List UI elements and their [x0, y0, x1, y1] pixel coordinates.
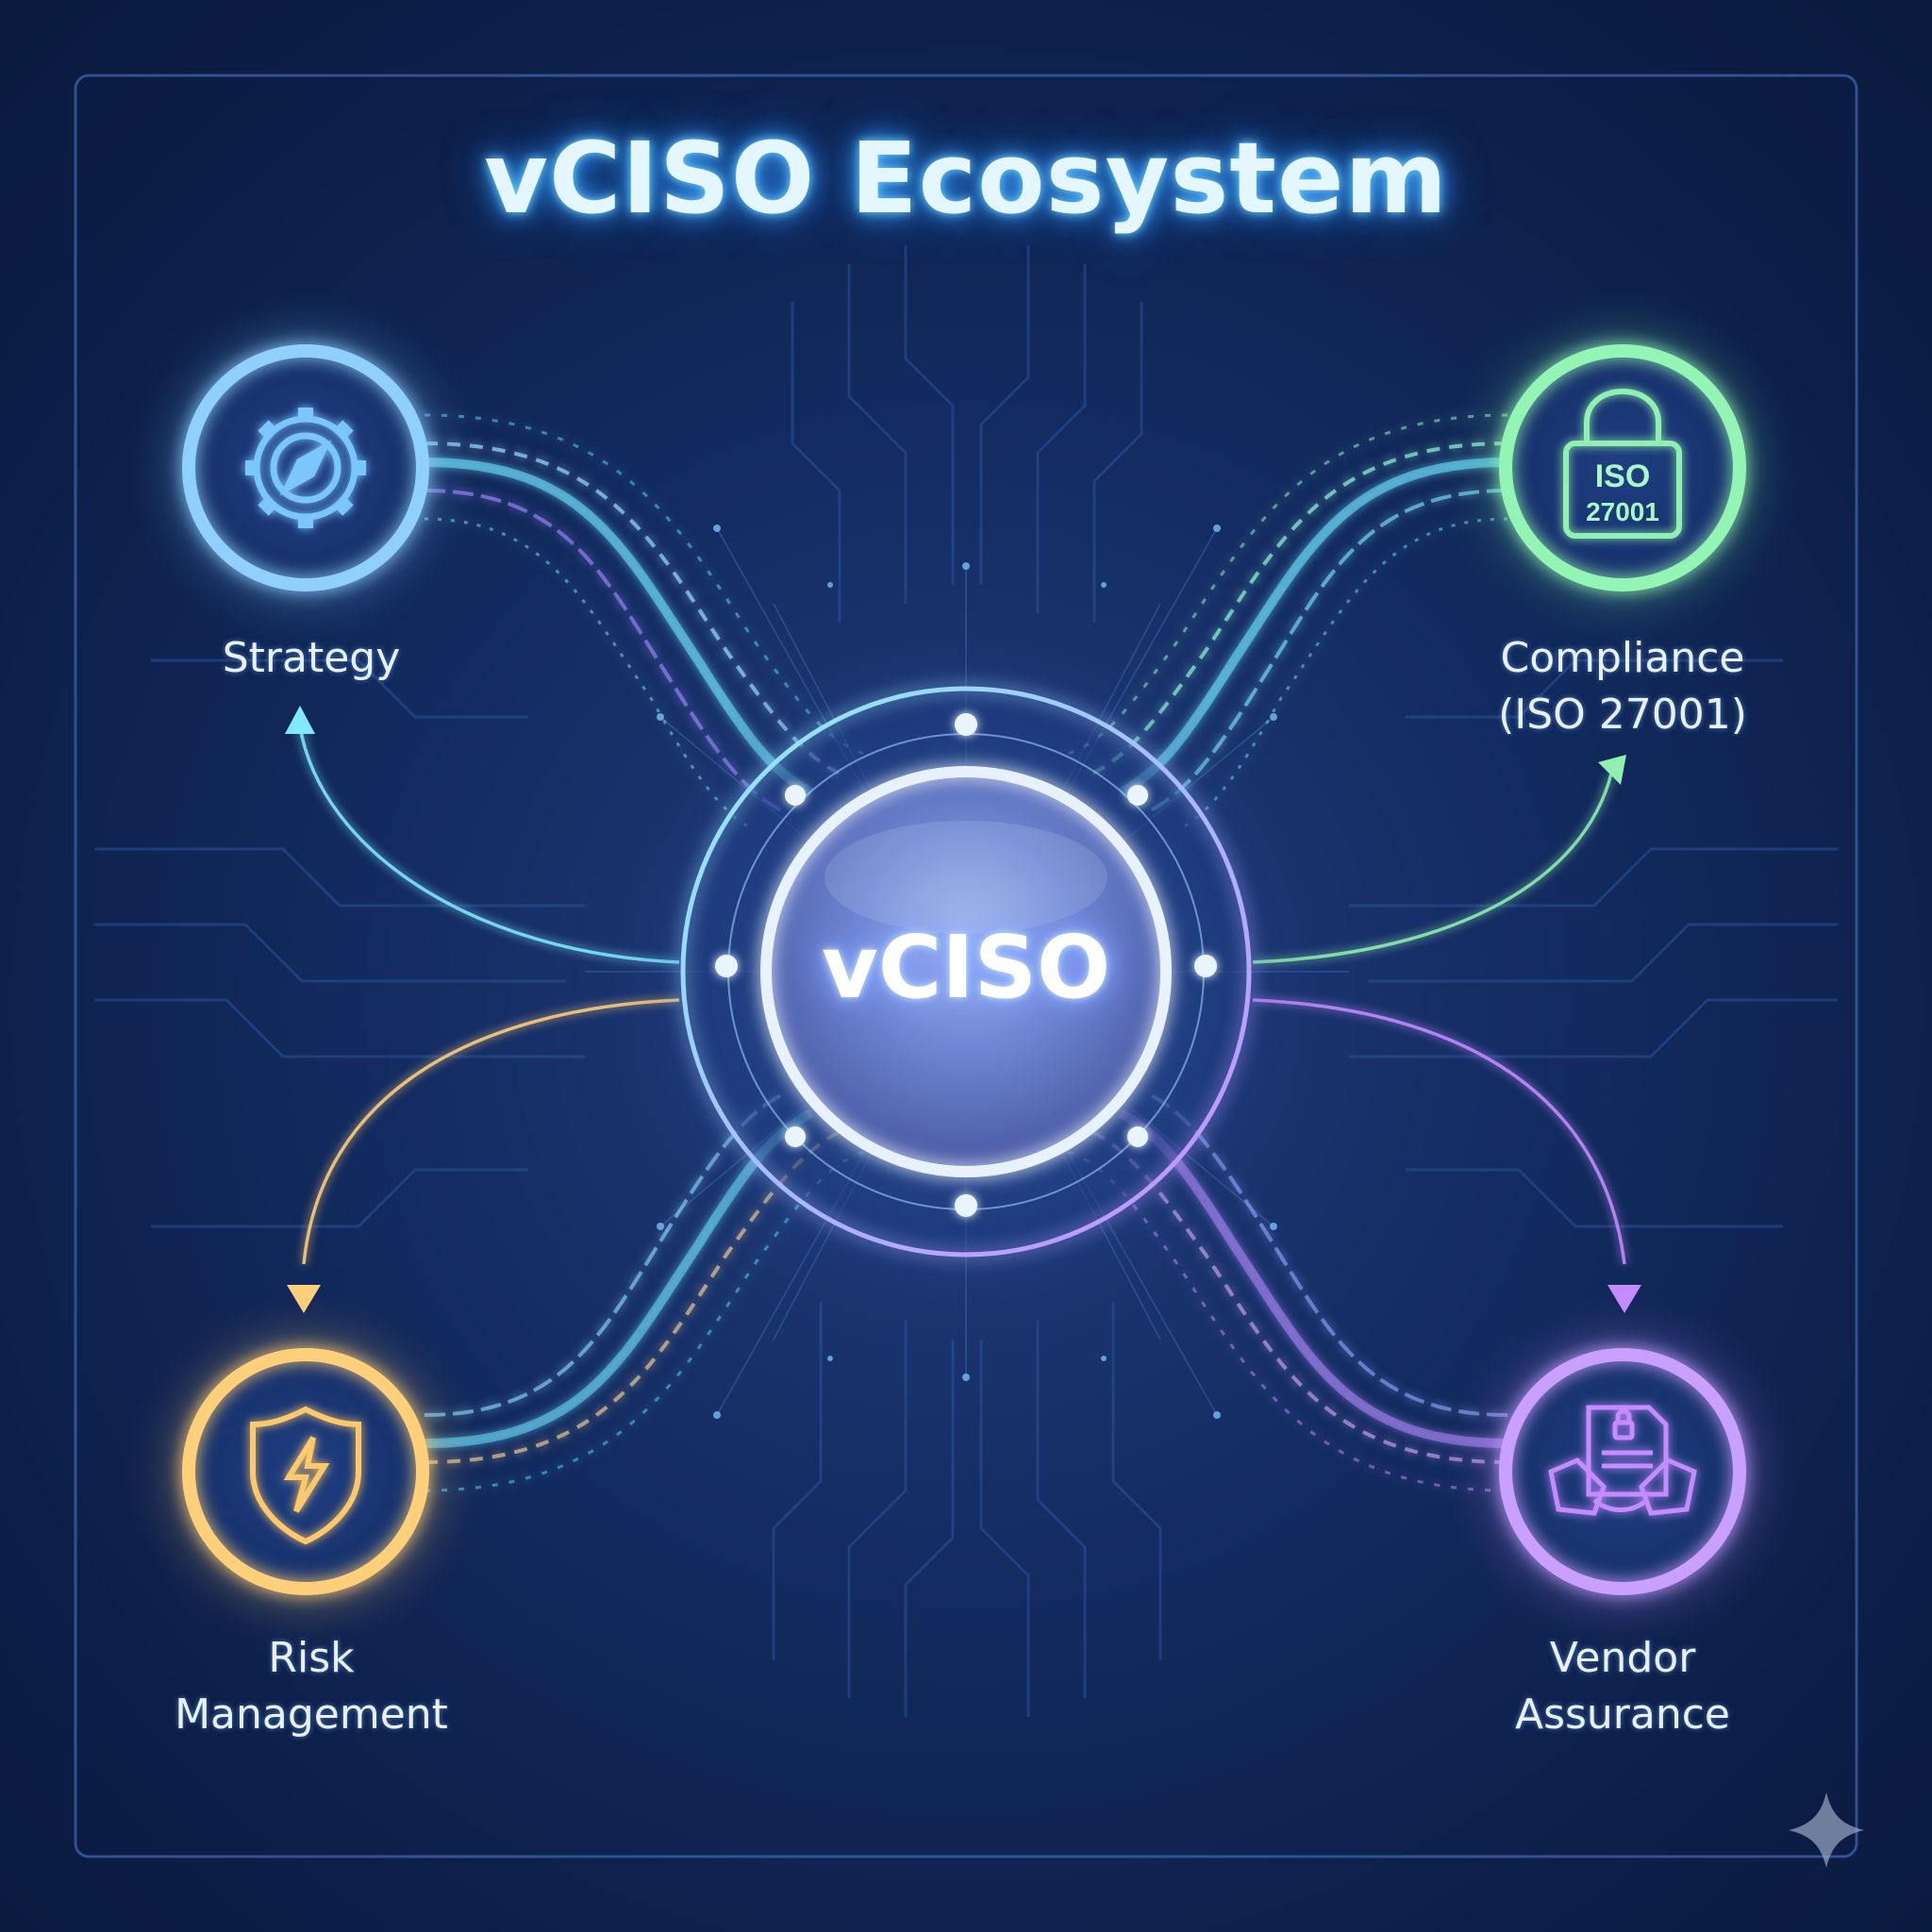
arrow-to-vendor [1252, 998, 1641, 1313]
circuit-traces [94, 245, 1838, 1717]
label-strategy-line-1: Strategy [222, 634, 401, 682]
hub-label: vCISO [821, 917, 1111, 1018]
hub-ring-dots [715, 713, 1217, 1217]
label-compliance-line-1: Compliance [1500, 634, 1745, 682]
label-vendor-line-1: Vendor [1549, 1634, 1696, 1682]
label-risk-line-2: Management [175, 1690, 448, 1739]
label-strategy: Strategy [123, 630, 500, 687]
outer-frame [74, 74, 1858, 1858]
shield-lightning-icon [250, 1406, 361, 1545]
label-risk: Risk Management [123, 1630, 500, 1743]
network-dots [657, 525, 1277, 1419]
padlock-iso-icon [1563, 389, 1682, 539]
label-compliance: Compliance (ISO 27001) [1434, 630, 1811, 743]
diagram-title: vCISO Ecosystem [484, 121, 1448, 236]
arrow-to-risk [287, 998, 680, 1313]
arrow-to-compliance [1252, 755, 1626, 964]
label-compliance-line-2: (ISO 27001) [1498, 691, 1747, 739]
node-strategy [164, 326, 447, 609]
label-vendor-line-2: Assurance [1514, 1690, 1731, 1739]
padlock-27001-text: 27001 [1586, 497, 1659, 526]
padlock-iso-text: ISO [1595, 458, 1651, 494]
label-risk-line-1: Risk [268, 1634, 355, 1682]
document-handshake-icon [1548, 1405, 1697, 1516]
gear-compass-icon [245, 408, 366, 528]
label-vendor: Vendor Assurance [1434, 1630, 1811, 1743]
sparkle-icon [1789, 1792, 1864, 1868]
node-compliance: ISO 27001 [1481, 326, 1764, 609]
vciso-hub [608, 613, 1324, 1330]
arrow-to-strategy [285, 706, 680, 964]
node-vendor [1481, 1330, 1764, 1613]
node-risk [164, 1330, 447, 1613]
